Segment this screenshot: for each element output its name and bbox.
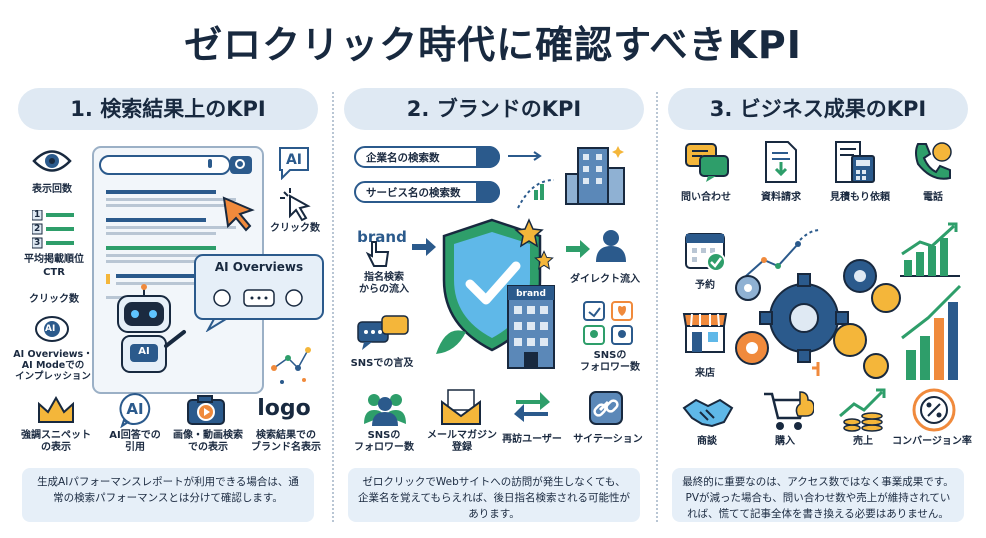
newsletter-label: メールマガジン 登録 (427, 430, 497, 453)
purchase-label: 購入 (775, 436, 795, 447)
returning-label: 再訪ユーザー (502, 434, 562, 445)
cursor-arrow-icon (222, 196, 256, 232)
camera-icon (186, 394, 226, 426)
crown-icon (36, 396, 76, 426)
brand-serp-label: 検索結果での ブランド名表示 (251, 430, 321, 453)
sns-followers-right-label: SNSの フォロワー数 (580, 350, 640, 373)
reservation-label: 予約 (695, 280, 715, 291)
company-search-label: 企業名の検索数 (366, 152, 440, 164)
search-icon (476, 146, 500, 168)
cvr-label: コンバージョン率 (892, 436, 972, 447)
column-heading: 2. ブランドのKPI (344, 88, 644, 130)
refresh-arrows-icon (512, 390, 552, 424)
building-brand-text: brand (516, 289, 546, 299)
growth-bars-icon (898, 220, 962, 278)
cart-icon (762, 390, 814, 432)
sns-mentions-label: SNSでの言及 (350, 358, 414, 369)
ai-badge-icon (35, 316, 69, 342)
brand-building-icon (504, 284, 558, 370)
sns-followers-label: SNSの フォロワー数 (354, 430, 414, 453)
rank-2: 2 (34, 224, 41, 234)
phone-icon (912, 140, 954, 182)
column-search-kpi: 1. 検索結果上のKPI 表示回数 1 2 3 平均掲載順位 CTR クリック数… (10, 88, 326, 528)
users-group-icon (362, 390, 408, 426)
star-small-icon (534, 250, 554, 270)
column-divider-2 (656, 92, 658, 522)
ai-impressions-label: AI Overviews・ AI Modeでの インプレッション (13, 349, 93, 382)
document-download-icon (762, 140, 800, 184)
service-search-label: サービス名の検索数 (366, 187, 461, 199)
calendar-check-icon (684, 228, 728, 272)
coins-chart-icon (810, 278, 962, 382)
envelope-icon (440, 388, 482, 426)
eye-icon (32, 146, 72, 176)
handshake-icon (682, 394, 734, 430)
citations-label: サイテーション (573, 434, 643, 445)
docs-label: 資料請求 (761, 192, 801, 203)
ai-bubble-text: AI (285, 152, 303, 168)
ai-badge-text: AI (45, 324, 56, 334)
star-icon (514, 218, 544, 248)
click-cursor-icon (280, 188, 314, 222)
sales-coins-icon (838, 388, 890, 432)
rank-3: 3 (34, 238, 41, 248)
brand-word: brand (357, 228, 407, 246)
ai-overviews-title: AI Overviews (214, 260, 304, 274)
ai-citation-icon (118, 392, 152, 428)
clicks-label: クリック数 (29, 294, 79, 305)
ai-robot-icon (104, 284, 194, 376)
column-brand-kpi: 2. ブランドのKPI 企業名の検索数 サービス名の検索数 brand (336, 88, 652, 528)
column-note: 最終的に重要なのは、アクセス数ではなく事業成果です。PVが減った場合も、問い合わ… (672, 468, 964, 522)
sns-grid-icon (582, 300, 638, 346)
media-label: 画像・動画検索 での表示 (173, 430, 243, 453)
meeting-label: 商談 (697, 436, 717, 447)
company-search-bar: 企業名の検索数 (354, 146, 500, 168)
rank-1: 1 (34, 210, 41, 220)
visit-label: 来店 (695, 368, 715, 379)
ai-citation-text: AI (126, 400, 144, 418)
direct-arrow-icon (566, 240, 590, 258)
inquiry-label: 問い合わせ (681, 192, 731, 203)
network-dots-icon (268, 328, 314, 388)
arrow-right-icon (412, 238, 436, 256)
ctr-label: CTR (43, 267, 65, 278)
estimate-calculator-icon (834, 140, 876, 184)
ranking-list-icon (32, 210, 76, 250)
column-note: 生成AIパフォーマンスレポートが利用できる場合は、通常の検索パフォーマンスとは分… (22, 468, 314, 522)
ai-speech-bubble-icon (276, 144, 312, 180)
column-divider-1 (332, 92, 334, 522)
store-icon (682, 310, 728, 354)
trend-line-icon (742, 226, 822, 282)
branded-inflow-label: 指名検索 からの流入 (359, 272, 409, 295)
ai-cite-label: AI回答での 引用 (109, 430, 161, 453)
ai-overviews-panel (194, 254, 324, 332)
column-business-kpi: 3. ビジネス成果のKPI 問い合わせ 資料請求 見積もり依頼 (660, 88, 976, 528)
service-search-bar: サービス名の検索数 (354, 181, 500, 203)
column-heading: 3. ビジネス成果のKPI (668, 88, 968, 130)
hand-pointer-icon (364, 240, 394, 268)
conversion-target-icon (912, 388, 956, 432)
chat-bubbles-icon (356, 314, 410, 352)
search-icon (476, 181, 500, 203)
snippet-label: 強調スニペット の表示 (21, 430, 91, 453)
impressions-label: 表示回数 (32, 184, 72, 195)
page-title: ゼロクリック時代に確認すべきKPI (184, 23, 802, 67)
logo-text: logo (257, 396, 311, 421)
column-note: ゼロクリックでWebサイトへの訪問が発生しなくても、企業名を覚えてもらえれば、後… (348, 468, 640, 522)
inquiry-chat-icon (684, 142, 730, 182)
column-heading: 1. 検索結果上のKPI (18, 88, 318, 130)
sales-label: 売上 (853, 436, 873, 447)
growth-arrows-icon (504, 150, 564, 210)
phone-label: 電話 (923, 192, 943, 203)
link-icon (588, 390, 624, 426)
clicks-right-label: クリック数 (270, 223, 320, 234)
user-icon (594, 228, 628, 262)
gears-icon (730, 256, 890, 386)
direct-label: ダイレクト流入 (570, 274, 640, 285)
avg-rank-label: 平均掲載順位 (24, 254, 84, 265)
robot-badge-text: AI (138, 346, 150, 357)
office-building-icon (564, 144, 626, 206)
estimate-label: 見積もり依頼 (830, 192, 890, 203)
